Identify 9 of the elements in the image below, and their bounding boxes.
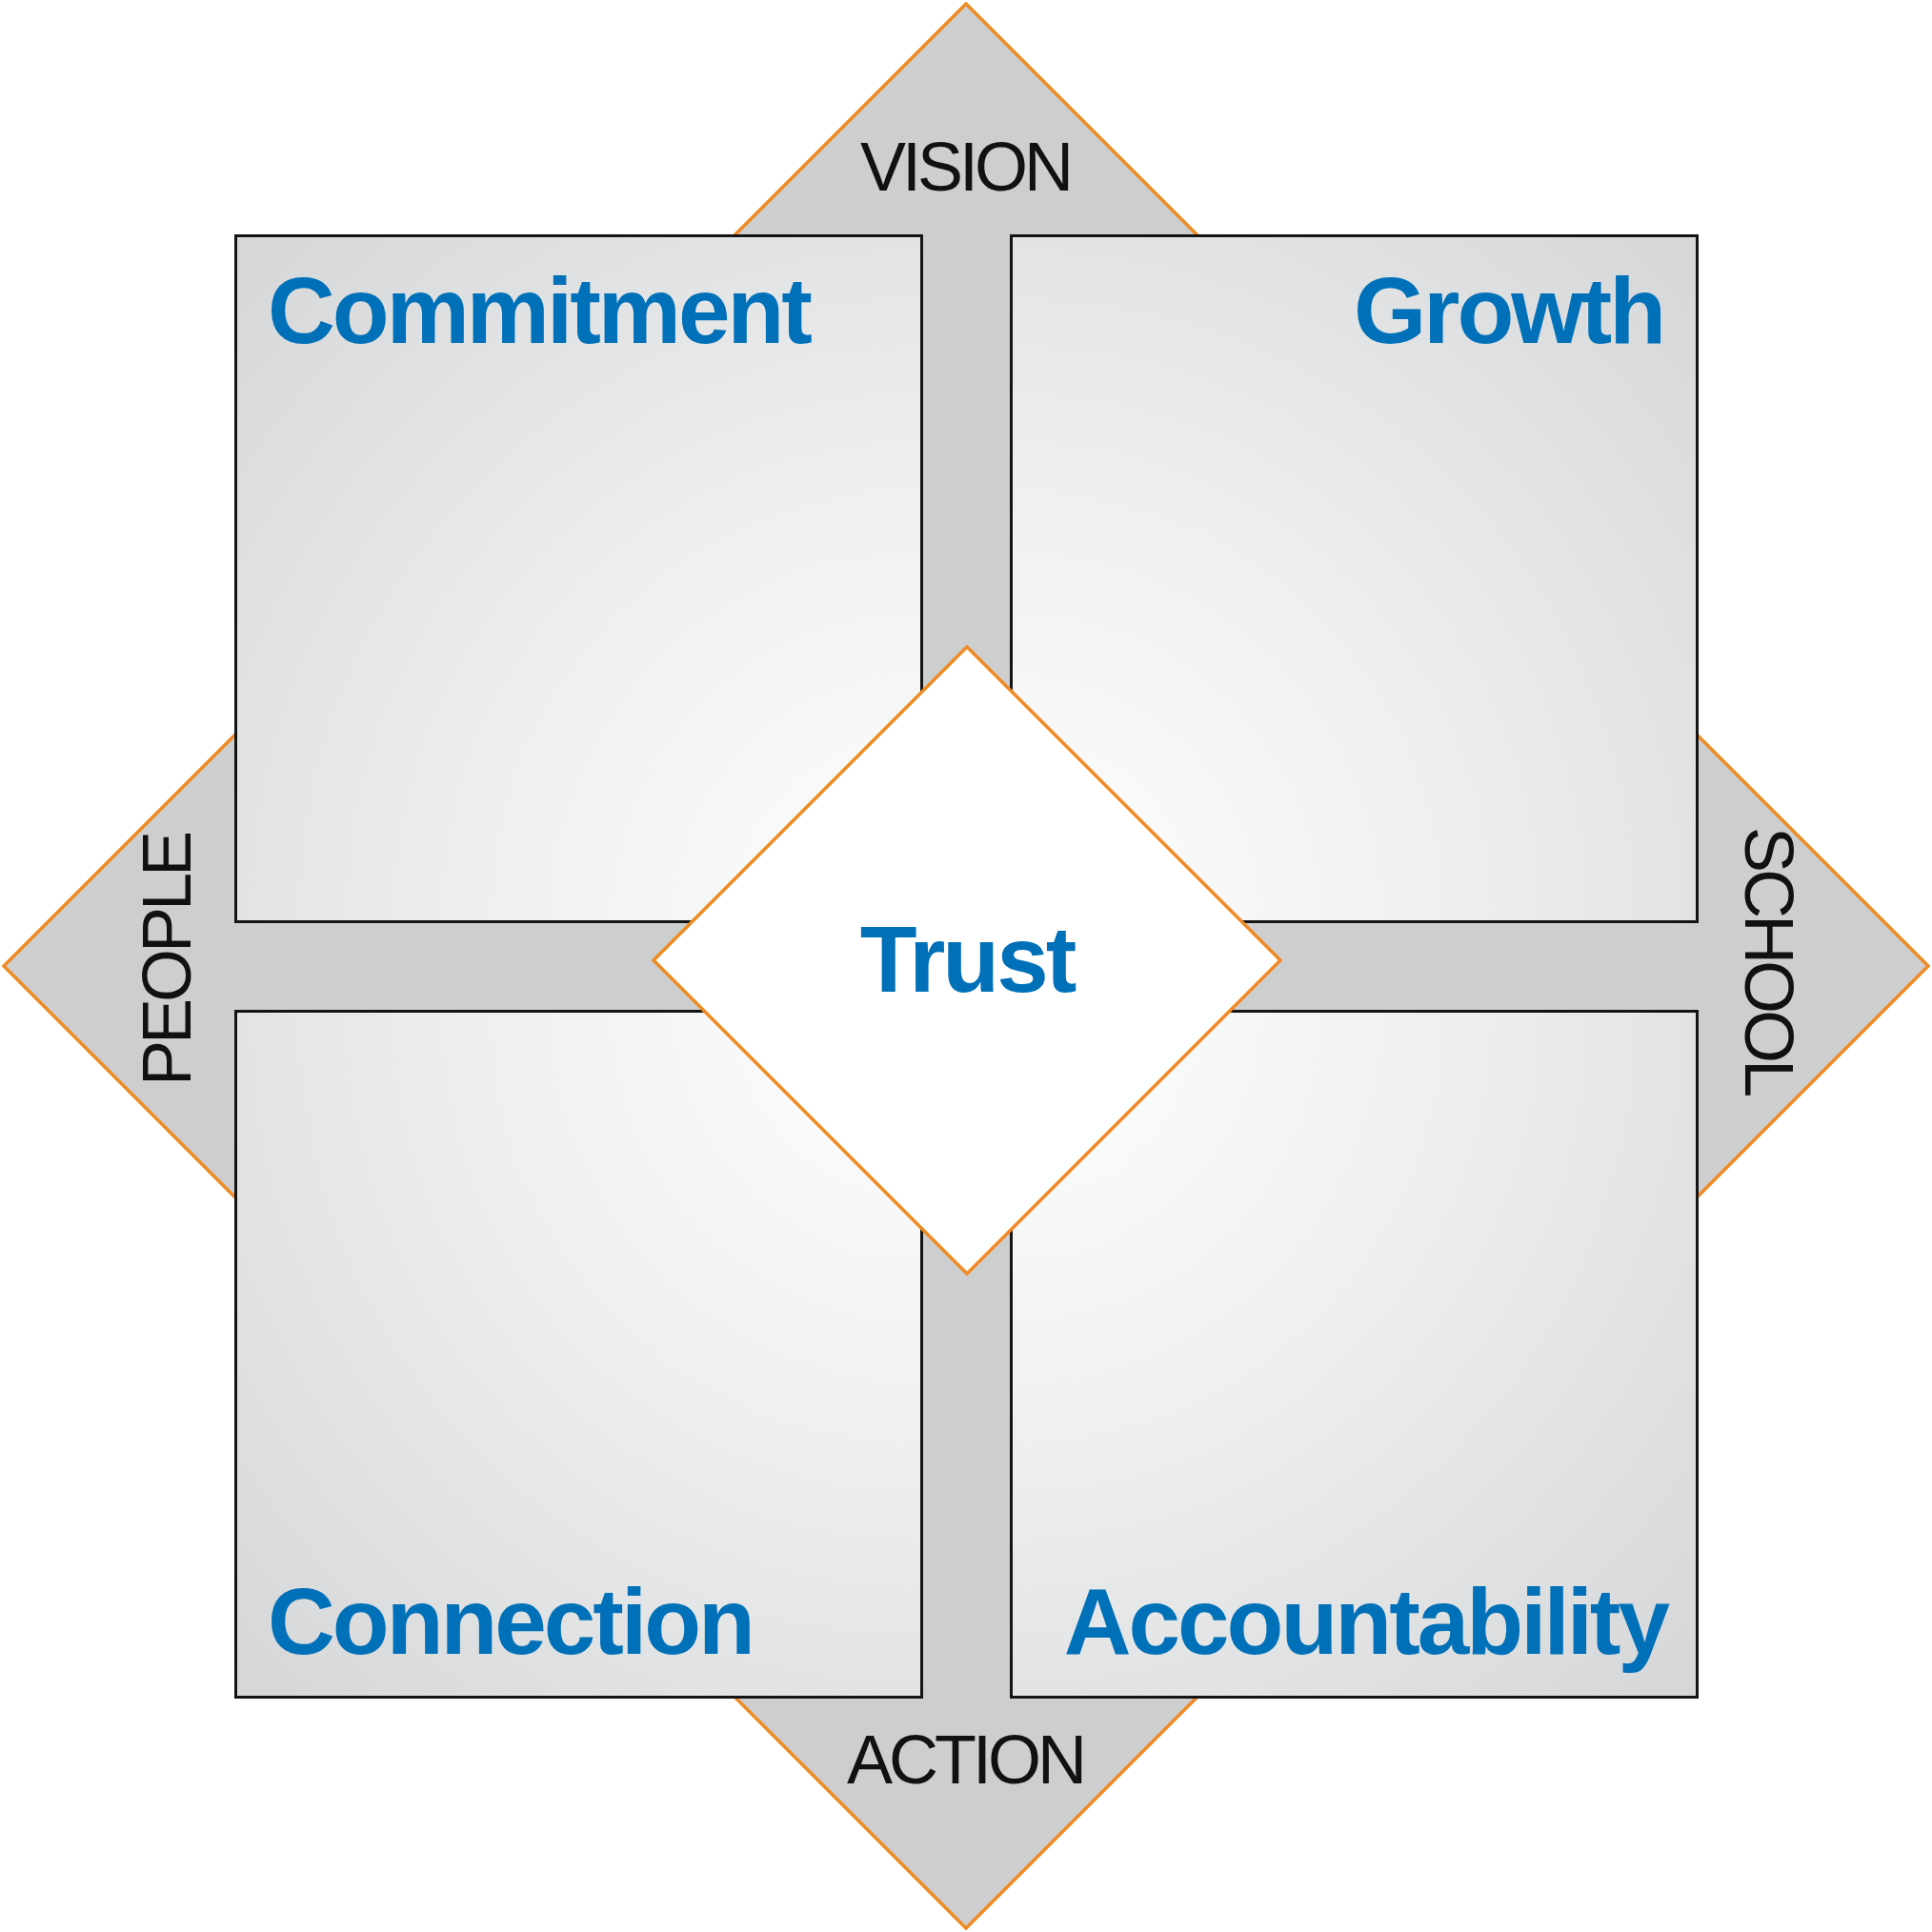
direction-label: ACTION (847, 1720, 1083, 1800)
direction-label: PEOPLE (127, 834, 206, 1087)
quadrant-title: Growth (1354, 257, 1663, 365)
quadrant-title: Connection (268, 1568, 753, 1677)
quadrant-title: Accountability (1063, 1568, 1667, 1677)
center-title: Trust (859, 906, 1075, 1015)
direction-label: VISION (859, 127, 1071, 207)
quadrant-title: Commitment (268, 257, 810, 365)
direction-label: SCHOOL (1730, 826, 1809, 1095)
